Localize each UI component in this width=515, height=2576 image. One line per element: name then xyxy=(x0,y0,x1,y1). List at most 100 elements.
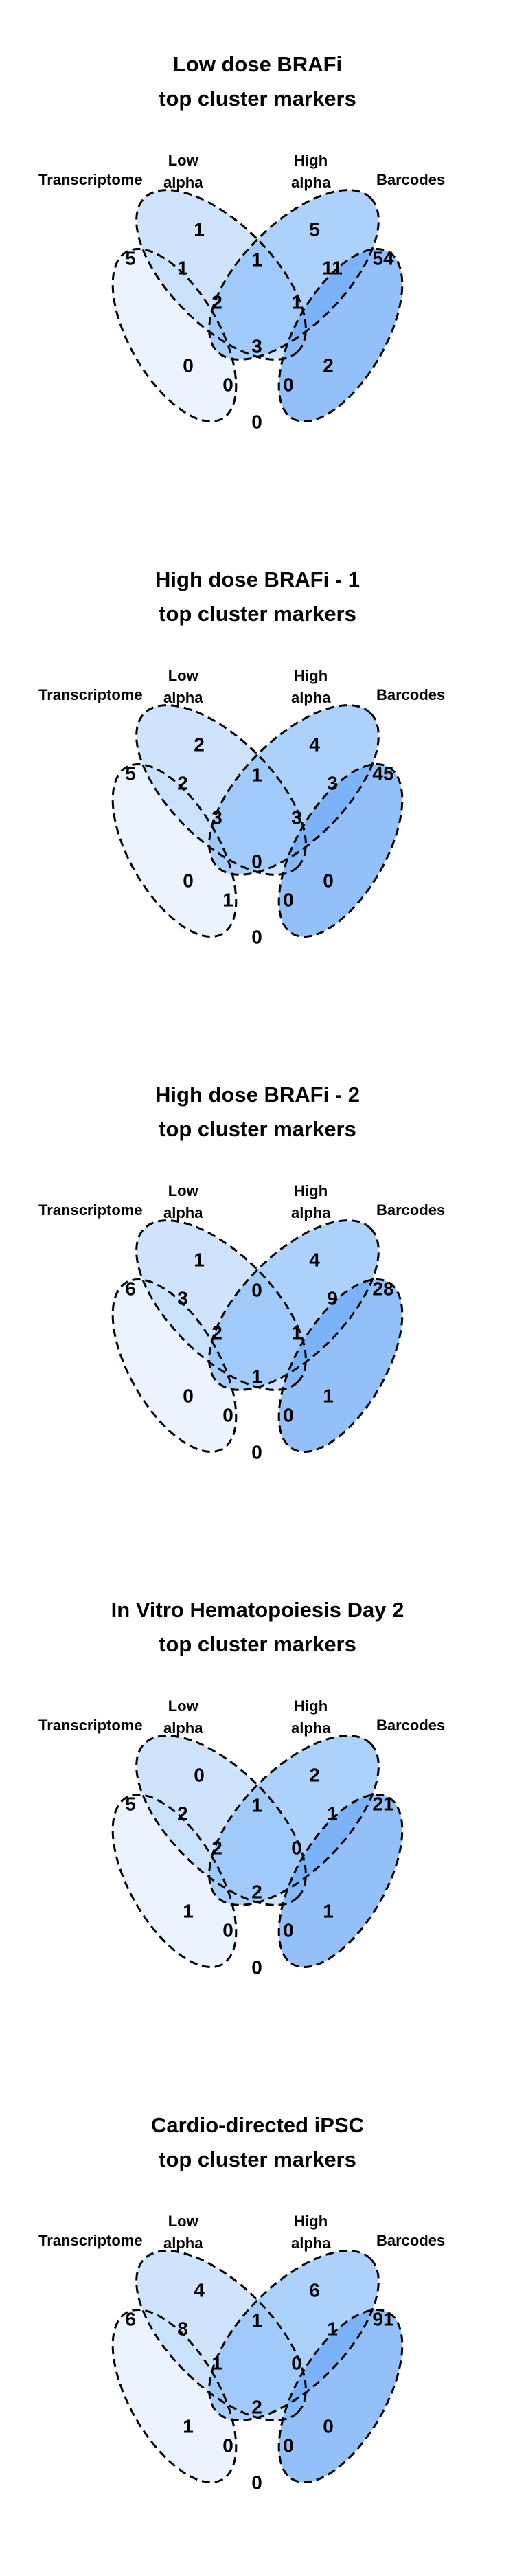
region-count-l: 2 xyxy=(194,734,205,756)
ellipse-high-alpha-fill xyxy=(209,190,379,360)
ellipse-transcriptome-fill xyxy=(113,249,236,422)
region-count-tlhb: 3 xyxy=(251,336,262,357)
region-count-hb: 9 xyxy=(327,1288,338,1309)
set-label-high-alpha: High alpha xyxy=(291,2211,330,2255)
set-label-line: Low xyxy=(168,1182,198,1199)
region-count-th: 0 xyxy=(183,355,194,376)
panel-subtitle: top cluster markers xyxy=(159,87,356,111)
ellipse-transcriptome-outline xyxy=(111,247,238,423)
region-count-lb: 2 xyxy=(323,355,334,376)
region-count-tlb: 0 xyxy=(222,374,233,396)
set-label-line: Barcodes xyxy=(376,686,446,703)
set-label-line: Low xyxy=(168,152,198,169)
region-count-thb: 0 xyxy=(283,374,294,396)
panel-subtitle: top cluster markers xyxy=(159,1632,356,1656)
ellipse-low-alpha-outline xyxy=(135,704,307,876)
set-label-line: Barcodes xyxy=(376,1717,446,1734)
set-label-high-alpha: High alpha xyxy=(291,1695,330,1739)
set-label-line: High xyxy=(294,667,328,684)
region-count-lhb: 1 xyxy=(291,1322,302,1344)
panel-title: In Vitro Hematopoiesis Day 2 xyxy=(111,1598,404,1622)
set-label-transcriptome: Transcriptome xyxy=(38,684,143,706)
ellipse-high-alpha-fill xyxy=(209,1220,379,1390)
region-count-tlhb: 0 xyxy=(251,851,262,872)
set-label-line: High xyxy=(294,2213,328,2230)
region-count-tl: 2 xyxy=(177,1803,188,1824)
region-count-tlb: 1 xyxy=(222,890,233,911)
set-label-line: High xyxy=(294,1697,328,1715)
region-count-lb: 1 xyxy=(323,1386,334,1407)
region-count-tb: 0 xyxy=(251,1442,262,1463)
set-label-line: alpha xyxy=(291,173,331,191)
region-count-tlb: 0 xyxy=(222,1920,233,1941)
set-label-line: alpha xyxy=(163,2234,203,2252)
region-count-b: 91 xyxy=(372,2309,393,2330)
set-label-line: Transcriptome xyxy=(38,1201,143,1219)
region-count-tlh: 1 xyxy=(211,2353,222,2374)
set-label-line: Low xyxy=(168,2213,198,2230)
panel-title: High dose BRAFi - 1 xyxy=(155,567,360,591)
set-label-line: Transcriptome xyxy=(38,2232,143,2249)
region-count-thb: 0 xyxy=(283,1405,294,1426)
panel-subtitle: top cluster markers xyxy=(159,1117,356,1141)
ellipse-high-alpha-outline xyxy=(208,704,380,876)
region-count-hb: 1 xyxy=(327,1803,338,1824)
region-count-tlh: 2 xyxy=(211,1322,222,1344)
ellipse-barcodes-fill xyxy=(279,1279,402,1452)
ellipse-low-alpha-outline xyxy=(135,189,307,361)
region-count-lb: 1 xyxy=(323,1901,334,1922)
region-count-thb: 0 xyxy=(283,2435,294,2456)
set-label-low-alpha: Low alpha xyxy=(163,150,203,194)
venn-panel: In Vitro Hematopoiesis Day 2 top cluster … xyxy=(0,1546,515,2061)
region-count-l: 1 xyxy=(194,219,205,240)
region-count-t: 5 xyxy=(125,1794,136,1815)
region-count-lh: 1 xyxy=(251,1795,262,1816)
ellipse-barcodes-outline xyxy=(277,762,404,938)
region-count-tl: 3 xyxy=(177,1288,188,1309)
ellipse-transcriptome-outline xyxy=(111,1793,238,1969)
region-count-tlb: 0 xyxy=(222,1405,233,1426)
set-label-line: alpha xyxy=(291,2234,331,2252)
region-count-thb: 0 xyxy=(283,890,294,911)
region-count-lh: 0 xyxy=(251,1280,262,1301)
set-label-barcodes: Barcodes xyxy=(376,1199,445,1221)
ellipse-barcodes-outline xyxy=(277,1278,404,1454)
region-count-lhb: 1 xyxy=(291,292,302,313)
set-label-line: alpha xyxy=(163,1204,203,1221)
set-label-transcriptome: Transcriptome xyxy=(38,1715,143,1737)
set-label-transcriptome: Transcriptome xyxy=(38,169,143,191)
region-count-b: 21 xyxy=(372,1794,393,1815)
region-count-tb: 0 xyxy=(251,2472,262,2494)
region-count-b: 54 xyxy=(372,248,394,269)
region-count-tlhb: 2 xyxy=(251,1882,262,1903)
region-count-lh: 1 xyxy=(251,765,262,786)
region-count-tl: 8 xyxy=(177,2318,188,2340)
ellipse-transcriptome-outline xyxy=(111,2308,238,2484)
ellipse-barcodes-outline xyxy=(277,2308,404,2484)
region-count-tlb: 0 xyxy=(222,2435,233,2456)
set-label-line: alpha xyxy=(163,173,203,191)
panel-title: Cardio-directed iPSC xyxy=(150,2113,365,2137)
region-count-h: 4 xyxy=(309,734,320,756)
set-label-line: alpha xyxy=(291,1719,331,1737)
ellipse-low-alpha-outline xyxy=(135,1219,307,1391)
region-count-lh: 1 xyxy=(251,249,262,271)
region-count-t: 6 xyxy=(125,1278,136,1300)
set-label-low-alpha: Low alpha xyxy=(163,2211,203,2255)
set-label-line: Barcodes xyxy=(376,171,446,188)
region-count-th: 1 xyxy=(183,2416,194,2437)
ellipse-transcriptome-fill xyxy=(113,2309,236,2483)
region-count-b: 28 xyxy=(372,1278,393,1300)
set-label-low-alpha: Low alpha xyxy=(163,1180,203,1224)
set-label-line: Transcriptome xyxy=(38,1717,143,1734)
ellipse-barcodes-outline xyxy=(277,247,404,423)
ellipse-barcodes-fill xyxy=(279,764,402,937)
region-count-lh: 1 xyxy=(251,2310,262,2331)
